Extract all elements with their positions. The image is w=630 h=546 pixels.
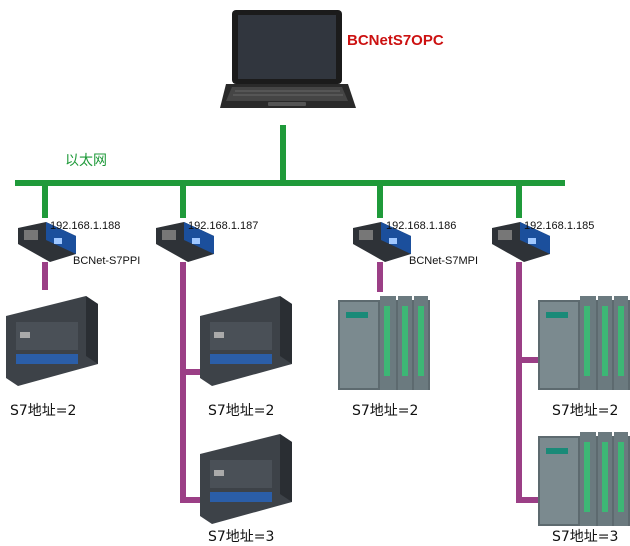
gateway-ip-1: 192.168.1.188 <box>50 220 120 232</box>
gateway-adapter-icon <box>156 222 214 262</box>
serial-line-2 <box>180 262 205 503</box>
plc-address-label: S7地址=2 <box>552 403 618 419</box>
gateway-adapter-icon <box>353 222 411 262</box>
plc-s7-200-icon <box>6 296 98 386</box>
title-text: BCNetS7OPC <box>347 32 444 49</box>
plc-address-label: S7地址=2 <box>208 403 274 419</box>
plc-address-label: S7地址=3 <box>208 529 274 545</box>
plc-s7-300-icon <box>538 296 630 390</box>
gateway-ip-3: 192.168.1.186 <box>386 220 456 232</box>
plc-address-label: S7地址=2 <box>10 403 76 419</box>
plc-address-label: S7地址=2 <box>352 403 418 419</box>
laptop-icon <box>220 10 356 108</box>
gateway-module-1: BCNet-S7PPI <box>73 255 140 267</box>
gateway-module-3: BCNet-S7MPI <box>409 255 478 267</box>
plc-s7-200-icon <box>200 296 292 386</box>
gateway-adapter-icon <box>492 222 550 262</box>
plc-s7-200-icon <box>200 434 292 524</box>
ethernet-lines <box>15 125 565 218</box>
ethernet-label: 以太网 <box>65 153 107 169</box>
plc-address-label: S7地址=3 <box>552 529 618 545</box>
gateway-adapter-icon <box>18 222 76 262</box>
plc-s7-300-icon <box>538 432 630 526</box>
gateway-ip-4: 192.168.1.185 <box>524 220 594 232</box>
serial-lines <box>42 262 540 503</box>
plc-s7-300-icon <box>338 296 430 390</box>
gateway-ip-2: 192.168.1.187 <box>188 220 258 232</box>
serial-line-4 <box>516 262 540 503</box>
